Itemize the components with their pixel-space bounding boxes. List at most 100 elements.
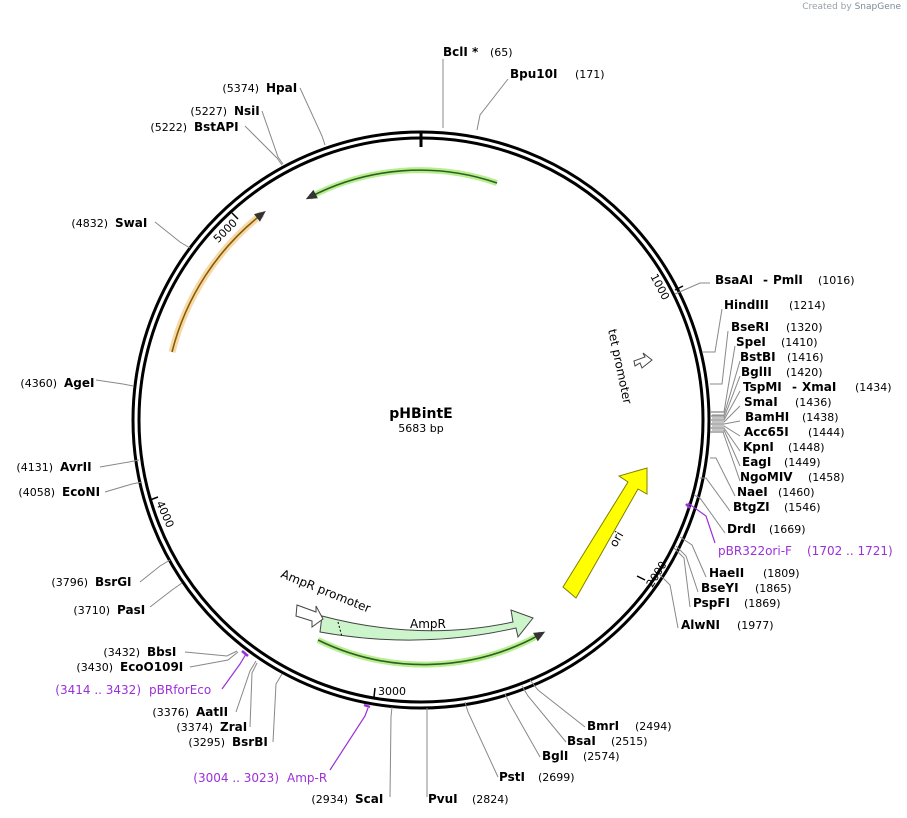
site-tspmi-name: TspMI: [743, 380, 782, 394]
credit-prefix: Created by: [802, 2, 852, 12]
site-btgzi-pos: (1546): [784, 501, 821, 514]
site-haeii-name: HaeII: [709, 566, 744, 580]
ampr-promoter-label: AmpR promoter: [279, 567, 373, 616]
ori-feature: [562, 467, 648, 599]
site-eagi-name: EagI: [742, 455, 771, 469]
leader-eagi: [712, 429, 741, 467]
leader-pasi: [149, 582, 183, 608]
site-pmli-name: PmlI: [773, 273, 803, 287]
leader-econi: [104, 481, 143, 493]
site-econi-pos: (4058): [18, 486, 55, 499]
site-bcli-name: BclI *: [443, 45, 479, 59]
site-btgzi-name: BtgZI: [733, 500, 770, 514]
site-bpu10i-pos: (171): [575, 68, 605, 81]
leader-bgli: [504, 693, 541, 758]
site-eagi-pos: (1449): [784, 456, 821, 469]
leader-spei: [712, 345, 736, 413]
site-bsrbi-name: BsrBI: [232, 735, 268, 749]
site-bsaai-name: BsaAI: [715, 273, 753, 287]
leader-aatii: [235, 660, 257, 713]
site-pasi-pos: (3710): [73, 604, 110, 617]
site-ecoo109i-pos: (3430): [76, 661, 113, 674]
site-bmri-name: BmrI: [587, 719, 619, 733]
site-smai-name: SmaI: [744, 395, 778, 409]
site-pvui-pos: (2824): [472, 793, 509, 806]
primer-pbr322ori-f-mark: [685, 503, 691, 509]
site-bgli-pos: (2574): [583, 750, 620, 763]
leader-bstapi: [244, 125, 283, 166]
site-bstbi-pos: (1416): [787, 351, 824, 364]
leader-swai: [154, 221, 191, 249]
site-psti-name: PstI: [499, 770, 525, 784]
primer-markers: [221, 502, 716, 771]
primer-amp-r-range: (3004 .. 3023): [193, 771, 279, 785]
site-bsrgi-name: BsrGI: [95, 575, 132, 589]
site-pasi-name: PasI: [117, 603, 145, 617]
site-hindiii-name: HindIII: [724, 298, 769, 312]
site-xmai-name: XmaI: [802, 380, 836, 394]
leader-avrii: [99, 459, 140, 468]
primer-pbrforeco-line: [221, 653, 247, 690]
site-scai-pos: (2934): [311, 793, 348, 806]
site-bstbi-name: BstBI: [740, 350, 776, 364]
primer-pbr322ori-f-range: (1702 .. 1721): [807, 544, 893, 558]
site-bmri-pos: (2494): [635, 720, 672, 733]
site-hpai-pos: (5374): [222, 82, 259, 95]
leader-drdi: [693, 494, 726, 534]
site-bpu10i-name: Bpu10I: [510, 67, 557, 81]
site-aatii-pos: (3376): [152, 706, 189, 719]
site-bseyi-pos: (1865): [755, 582, 792, 595]
site-bsaai-dash: -: [763, 273, 768, 287]
leader-pspfi: [673, 547, 691, 608]
leader-bpu10i: [476, 78, 509, 131]
site-bbsi-pos: (3432): [103, 646, 140, 659]
site-bseri-pos: (1320): [786, 321, 823, 334]
leader-haeii: [679, 536, 707, 578]
site-bseyi-name: BseYI: [701, 581, 739, 595]
leader-hpai: [299, 87, 326, 146]
primer-amp-r-line: [329, 707, 369, 771]
tick-label-3000: 3000: [378, 685, 406, 698]
leader-bseyi: [675, 545, 699, 593]
leader-alwni: [659, 574, 679, 629]
site-ngomiv-name: NgoMIV: [740, 470, 793, 484]
tet-promoter-feature: [633, 352, 653, 369]
site-hindiii-pos: (1214): [789, 299, 826, 312]
leader-zrai: [249, 662, 258, 728]
site-bglii-name: BglII: [741, 365, 772, 379]
site-bsaai-pos: (1016): [818, 274, 855, 287]
site-pvui-name: PvuI: [428, 792, 458, 806]
leader-bsrgi: [139, 559, 171, 583]
site-bstapi-pos: (5222): [150, 121, 187, 134]
leader-acc65i: [712, 425, 741, 437]
primer-pbrforeco-name: pBRforEco: [149, 683, 211, 697]
site-bsai-pos: (2515): [611, 735, 648, 748]
primer-pbrforeco-mark: [241, 650, 249, 657]
leader-bstbi: [712, 360, 741, 416]
tick-1000: [674, 285, 684, 291]
site-bsrbi-pos: (3295): [188, 736, 225, 749]
site-smai-pos: (1436): [795, 396, 832, 409]
site-zrai-pos: (3374): [176, 721, 213, 734]
tick-5000: [231, 212, 239, 220]
site-pspfi-pos: (1869): [744, 597, 781, 610]
site-bseri-name: BseRI: [731, 320, 769, 334]
site-bstapi-name: BstAPI: [194, 120, 239, 134]
site-scai-name: ScaI: [355, 792, 383, 806]
primer-amp-r-mark: [363, 703, 371, 709]
site-drdi-name: DrdI: [727, 522, 756, 536]
leader-bsai: [521, 685, 567, 743]
site-agei-name: AgeI: [64, 376, 94, 390]
site-ecoo109i-name: EcoO109I: [120, 660, 183, 674]
leader-psti: [464, 701, 499, 778]
site-bbsi-name: BbsI: [147, 645, 176, 659]
primer-amp-r-name: Amp-R: [287, 771, 327, 785]
leader-smai: [712, 405, 741, 423]
site-nsii-name: NsiI: [234, 104, 260, 118]
site-alwni-name: AlwNI: [681, 618, 720, 632]
site-tspmi-dash: -: [792, 380, 797, 394]
site-nsii-pos: (5227): [190, 105, 227, 118]
primer-labels: pBR322ori-F (1702 .. 1721) (3414 .. 3432…: [55, 544, 892, 785]
site-ngomiv-pos: (1458): [808, 471, 845, 484]
snapgene-credit: Created by SnapGene: [802, 2, 901, 12]
